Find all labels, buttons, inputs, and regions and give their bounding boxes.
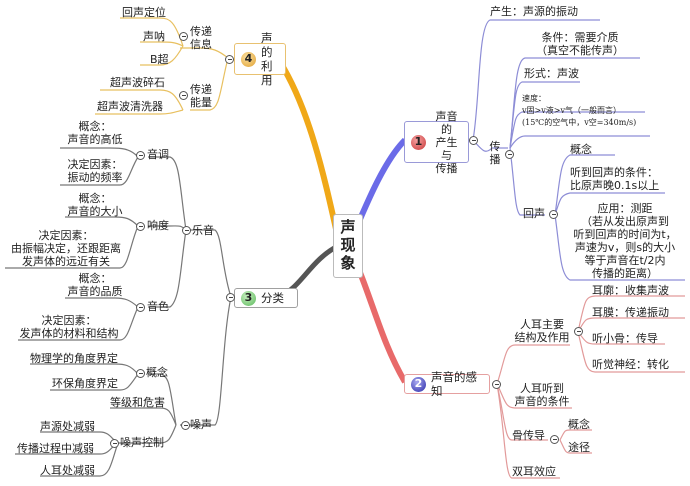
collapse-toggle[interactable] bbox=[136, 222, 145, 231]
node-noise-concept-item[interactable]: 环保角度界定 bbox=[52, 377, 118, 390]
collapse-toggle[interactable] bbox=[549, 210, 558, 219]
collapse-toggle[interactable] bbox=[492, 380, 501, 389]
topic-label: 声音的感知 bbox=[431, 370, 477, 398]
topic-sound-production-propagation[interactable]: 1 声音的产生与传播 bbox=[404, 110, 469, 175]
collapse-toggle[interactable] bbox=[181, 421, 190, 430]
node-energy-item[interactable]: 超声波清洗器 bbox=[97, 100, 163, 113]
topic-sound-perception[interactable]: 2 声音的感知 bbox=[404, 370, 490, 398]
node-ear-item[interactable]: 耳廓：收集声波 bbox=[592, 284, 669, 297]
collapse-toggle[interactable] bbox=[550, 435, 559, 444]
node-ear-structure[interactable]: 人耳主要结构及作用 bbox=[514, 318, 570, 344]
node-ear-item[interactable]: 听觉神经：转化 bbox=[592, 358, 669, 371]
node-noise[interactable]: 噪声 bbox=[190, 418, 212, 431]
node-noise-control-item[interactable]: 传播过程中减弱 bbox=[17, 442, 94, 455]
collapse-toggle[interactable] bbox=[136, 303, 145, 312]
topic-classification[interactable]: 3 分类 bbox=[234, 288, 298, 308]
node-musical-sound[interactable]: 乐音 bbox=[192, 224, 214, 237]
node-ear-item[interactable]: 耳膜：传递振动 bbox=[592, 306, 669, 319]
node-loudness[interactable]: 响度 bbox=[147, 219, 169, 232]
node-noise-concept[interactable]: 概念 bbox=[146, 366, 168, 379]
node-info-item[interactable]: B超 bbox=[150, 53, 169, 66]
collapse-toggle[interactable] bbox=[226, 293, 235, 302]
collapse-toggle[interactable] bbox=[110, 439, 119, 448]
topic-label: 声音的产生与传播 bbox=[435, 109, 458, 175]
node-noise-level[interactable]: 等级和危害 bbox=[110, 396, 165, 409]
node-binaural-effect[interactable]: 双耳效应 bbox=[512, 465, 556, 478]
node-timbre-concept[interactable]: 概念：声音的品质 bbox=[67, 272, 123, 298]
node-loudness-concept[interactable]: 概念：声音的大小 bbox=[67, 192, 123, 218]
priority-1-badge: 1 bbox=[411, 134, 426, 150]
node-hearing-condition[interactable]: 人耳听到声音的条件 bbox=[514, 382, 570, 408]
node-bone-item[interactable]: 概念 bbox=[568, 418, 590, 431]
node-noise-control-item[interactable]: 人耳处减弱 bbox=[40, 464, 95, 477]
collapse-toggle[interactable] bbox=[505, 150, 514, 159]
node-pitch-concept[interactable]: 概念：声音的高低 bbox=[67, 120, 123, 146]
priority-2-badge: 2 bbox=[411, 376, 426, 392]
node-echo-condition[interactable]: 听到回声的条件：比原声晚0.1s以上 bbox=[570, 166, 660, 192]
node-echo[interactable]: 回声 bbox=[523, 207, 545, 220]
priority-4-badge: 4 bbox=[241, 51, 256, 67]
node-propagation-form[interactable]: 形式：声波 bbox=[524, 67, 579, 80]
node-transmit-energy[interactable]: 传递能量 bbox=[190, 83, 212, 109]
node-echo-application[interactable]: 应用：测距 （若从发出原声到 听到回声的时间为t， 声速为v，则s的大小 等于声… bbox=[573, 202, 677, 280]
node-propagation-speed[interactable]: 速度：v固>v液>v气（一般而言）(15℃的空气中，v空=340m/s) bbox=[522, 94, 637, 127]
collapse-toggle[interactable] bbox=[136, 369, 145, 378]
node-loudness-factor[interactable]: 决定因素：由振幅决定，还跟距离发声体的远近有关 bbox=[11, 229, 121, 268]
node-propagation[interactable]: 传播 bbox=[489, 140, 501, 166]
central-topic[interactable]: 声现象 bbox=[333, 214, 363, 278]
node-echo-concept[interactable]: 概念 bbox=[570, 143, 592, 156]
node-noise-control-item[interactable]: 声源处减弱 bbox=[40, 420, 95, 433]
topic-label: 分类 bbox=[261, 291, 284, 305]
topic-label: 声的利用 bbox=[261, 31, 273, 87]
priority-3-badge: 3 bbox=[241, 290, 256, 306]
node-ear-item[interactable]: 听小骨：传导 bbox=[592, 332, 658, 345]
node-pitch[interactable]: 音调 bbox=[147, 148, 169, 161]
node-info-item[interactable]: 回声定位 bbox=[122, 6, 166, 19]
node-noise-control[interactable]: 噪声控制 bbox=[120, 436, 164, 449]
collapse-toggle[interactable] bbox=[182, 226, 191, 235]
collapse-toggle[interactable] bbox=[179, 32, 188, 41]
node-propagation-condition[interactable]: 条件：需要介质（真空不能传声） bbox=[536, 31, 624, 57]
node-bone-item[interactable]: 途径 bbox=[568, 441, 590, 454]
collapse-toggle[interactable] bbox=[136, 151, 145, 160]
node-energy-item[interactable]: 超声波碎石 bbox=[110, 76, 165, 89]
collapse-toggle[interactable] bbox=[225, 55, 234, 64]
collapse-toggle[interactable] bbox=[469, 136, 478, 145]
node-pitch-factor[interactable]: 决定因素：振动的频率 bbox=[67, 158, 123, 184]
node-production[interactable]: 产生：声源的振动 bbox=[490, 5, 578, 18]
node-bone-conduction[interactable]: 骨传导 bbox=[512, 429, 545, 442]
node-timbre-factor[interactable]: 决定因素：发声体的材料和结构 bbox=[19, 314, 119, 340]
node-noise-concept-item[interactable]: 物理学的角度界定 bbox=[30, 352, 118, 365]
node-info-item[interactable]: 声呐 bbox=[143, 30, 165, 43]
node-timbre[interactable]: 音色 bbox=[147, 300, 169, 313]
collapse-toggle[interactable] bbox=[574, 327, 583, 336]
collapse-toggle[interactable] bbox=[179, 91, 188, 100]
topic-sound-utilization[interactable]: 4 声的利用 bbox=[234, 31, 286, 87]
node-transmit-info[interactable]: 传递信息 bbox=[190, 25, 212, 51]
